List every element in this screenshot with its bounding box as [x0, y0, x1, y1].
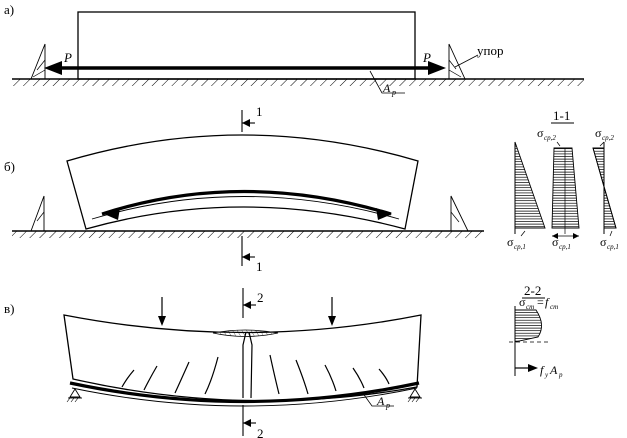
stress-block-2	[551, 147, 580, 239]
crack-lines	[121, 331, 390, 399]
tendon-label-c: A	[376, 394, 385, 408]
stop-right-a	[448, 43, 466, 80]
force-right-label: P	[422, 50, 431, 65]
stop-right-b	[450, 195, 469, 232]
sigma-label-b4: σ	[552, 235, 559, 249]
section-label-bottom-c: 2	[257, 426, 264, 438]
sigma-label-b1: σ	[537, 126, 544, 140]
panel-c: в)	[4, 283, 563, 438]
section-label-top-c: 2	[257, 290, 264, 305]
tendon-c	[69, 381, 420, 404]
sigma-sub-b5: ср,1	[607, 243, 619, 251]
equals-sign-c: =	[537, 295, 544, 309]
sigma-sub-b3: ср,1	[514, 243, 526, 251]
diagram-title-2-2: 2-2	[524, 283, 541, 298]
force-a-sub: p	[558, 371, 563, 379]
sigma-label-b5: σ	[600, 235, 607, 249]
force-left-label: P	[63, 50, 72, 65]
sigma-sub-b2: ср,2	[602, 134, 614, 142]
section-2-2-marks	[242, 288, 256, 436]
panel-b-label: б)	[4, 159, 15, 174]
stress-diagram-2-2: 2-2 σ cm = f cm f y A p	[509, 283, 563, 379]
panel-a-label: а)	[4, 2, 14, 17]
sigma-sub-c: cm	[526, 303, 534, 311]
panel-a: а) P P упор A p	[4, 2, 584, 97]
load-arrows	[158, 297, 336, 326]
arrow-left-a	[44, 61, 62, 75]
beam-lower-edge-c	[71, 387, 418, 407]
force-f-sub: y	[544, 371, 549, 379]
force-a-label: A	[549, 363, 558, 377]
stop-label: упор	[477, 43, 503, 58]
support-left-c	[66, 388, 82, 403]
tendon-label-a: A	[382, 81, 391, 95]
diagram-title-1-1: 1-1	[553, 108, 570, 123]
arrow-right-b	[376, 208, 392, 220]
stop-left-a	[30, 43, 46, 80]
ground-b	[12, 230, 484, 238]
tendon-leader-c	[361, 391, 394, 407]
f-cm-label: f	[545, 295, 550, 309]
sigma-sub-b1: ср,2	[544, 134, 556, 142]
force-f-label: f	[540, 363, 545, 377]
beam-form-a	[77, 11, 416, 80]
arrow-left-b	[104, 208, 120, 220]
stress-block-1	[514, 141, 546, 234]
support-right-c	[407, 388, 422, 403]
sigma-label-c: σ	[519, 295, 526, 309]
tendon-sub-c: p	[385, 401, 390, 410]
ground-a	[12, 78, 584, 86]
section-label-top-b: 1	[256, 104, 263, 119]
arrow-right-a	[428, 61, 446, 75]
tendon-b	[101, 189, 392, 216]
tension-force-arrowhead	[528, 364, 538, 372]
stop-left-b	[30, 195, 45, 232]
section-label-bottom-b: 1	[256, 259, 263, 274]
f-cm-sub: cm	[550, 303, 558, 311]
sigma-label-b2: σ	[595, 126, 602, 140]
sigma-label-b3: σ	[507, 235, 514, 249]
sigma-sub-b4: ср,1	[559, 243, 571, 251]
panel-b: б) 1 1 1-1	[4, 104, 619, 274]
compression-block-2-2	[514, 309, 542, 343]
loaded-beam-c	[63, 314, 422, 402]
stress-block-3	[592, 142, 617, 234]
stress-diagram-1-1: 1-1 σ ср,	[507, 108, 619, 251]
panel-c-label: в)	[4, 301, 14, 316]
tendon-sub-a: p	[391, 88, 396, 97]
stop-leader	[454, 54, 479, 68]
section-1-1-marks	[241, 110, 255, 266]
beam-lower-edge-b	[91, 196, 400, 220]
tendon-leader-a	[369, 70, 405, 94]
cambered-beam-b	[66, 134, 419, 230]
